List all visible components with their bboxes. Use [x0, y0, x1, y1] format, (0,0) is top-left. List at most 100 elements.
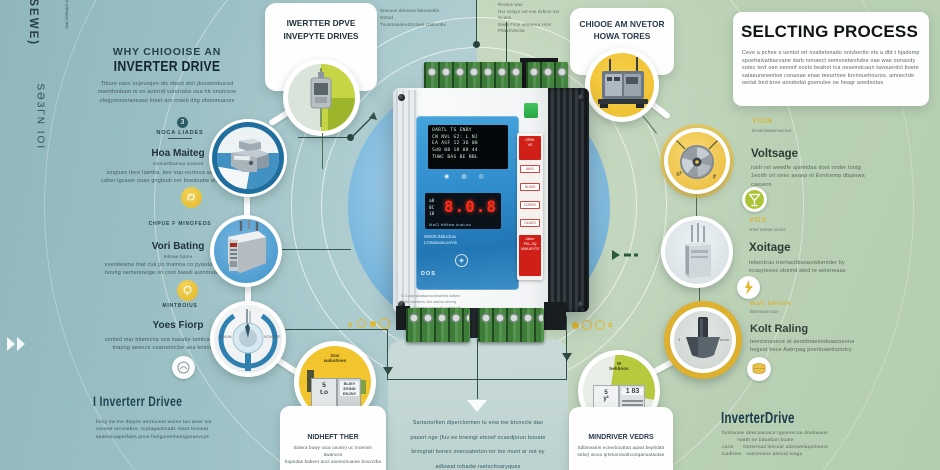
bc2-line2: [622, 404, 643, 406]
left-edge-chevrons: [7, 337, 25, 351]
right-item1-icon: [742, 187, 767, 212]
top-note-1: Snteove dntneve fwteaonbn Ontad Tvustnea…: [380, 8, 446, 27]
top-card-2-title-line2: HOWA TORES: [593, 31, 651, 41]
right-item3-tagsub: Btemnaae tdun: [750, 309, 779, 314]
fan-circle: 4x ↯: [664, 128, 730, 194]
selecting-body: Ceve a pchve o uentot ort ovaltetonado o…: [742, 50, 920, 87]
bottom-right-body: fonttacew dewcawnace ngoeoecoa doahwaue …: [722, 431, 828, 444]
right-item3-tag: wait before: [750, 300, 792, 307]
terminal-block-bottom-left: [406, 308, 470, 342]
device-foot-right: [544, 302, 566, 330]
vfd-module-icon: [228, 220, 266, 273]
circle-split-green2: [328, 98, 355, 131]
warning-box-2: NLIMO: [520, 183, 540, 191]
bottom-left-title: I Inverterr Drivee: [93, 394, 183, 409]
left-item3-icon: [172, 356, 195, 379]
mortar-label-left: 3: [678, 337, 681, 342]
bc1-green: [356, 380, 366, 394]
warning-label-bottom: Jdtmr PKL-3Q MWURYTE: [519, 235, 541, 276]
vertical-text-small: hvwt vvtnveos vntv: [64, 0, 70, 29]
connector-diagonal-arrow: [350, 112, 377, 139]
bottom-card-2-title: MINDRIVER VEDRS: [588, 434, 654, 441]
warning-box-3: CURSV: [520, 201, 540, 209]
relay-device-icon: [310, 68, 332, 127]
panel-text-lines: NWOfLtNdUdLav LOtsasaoeuceVm: [424, 234, 458, 246]
yellow-marks-right: a: [572, 318, 622, 334]
yellow-marks-left: a: [348, 317, 394, 331]
bottom-card-1-title: NIDHEFT THER: [307, 434, 359, 441]
vertical-text-top: I(ƏSEWE): [27, 0, 39, 47]
left-item1-sub: ommastbamua soaned: [152, 161, 204, 166]
why-title: INVERTER DRIVE: [113, 58, 221, 75]
right-item3-label: Kolt Raling: [750, 323, 809, 335]
top-card-1-title-line1: IWERTTER DPVE: [286, 18, 356, 28]
connector-frame-right-arrow: [562, 353, 572, 361]
connector-left-top-line: [298, 137, 351, 139]
top-card-1-title-line2: INVEPYTE DRIVES: [283, 31, 359, 41]
bottom-card-2-chip: W bebbnos: [609, 361, 629, 371]
bottom-card-1: [280, 406, 386, 470]
svg-text:↯: ↯: [710, 172, 718, 181]
left-item2-caption: MINTBOIUS: [162, 303, 198, 309]
funnel-icon: [748, 193, 761, 207]
led-digits: 8.0.8: [443, 197, 497, 216]
led-sub-text: MaCl bWfwa duaLna: [429, 223, 472, 227]
right-item1-tag: VION: [752, 118, 774, 125]
connector-dial-line: [285, 329, 388, 331]
left-item2-sub: mbnae bame: [163, 254, 193, 259]
mortar-label-right: onun: [720, 337, 729, 342]
selecting-card: [733, 12, 929, 106]
left-item1-icon: [181, 187, 202, 208]
connector-frame-right-vertical: [566, 316, 568, 380]
dial-gauge-icon: [218, 309, 278, 371]
left-item1-caption: CHPUE F MINOFEOS: [148, 221, 212, 227]
left-item2-icon: [177, 280, 198, 301]
connector-terminal-line: [506, 22, 508, 64]
cabinet-icon: [685, 223, 711, 278]
terminal-gap: [468, 308, 480, 338]
connector-top-vertical: [476, 0, 478, 44]
warning-box-1: AIKO: [520, 165, 540, 173]
device-led-display: a8 8C 18 8.0.8 MaCl bWfwa duaLna: [425, 193, 501, 229]
right-item2-label: Xoitage: [749, 242, 791, 254]
screw-bottom-left: [398, 301, 405, 308]
bc1-panel-right: BLIEY ESIND ENJNY: [337, 378, 361, 408]
right-item1-tagsub: tervatntoaeamacnsut: [752, 128, 792, 133]
device-left-vents: [396, 90, 418, 310]
top-card-1-circle: [283, 59, 360, 136]
machine-circle-2: [210, 215, 282, 287]
panel-brand: DOS: [421, 271, 436, 277]
badge-caption-rule: [168, 138, 192, 139]
right-item3-body: teentonaoece at aeotdnaeetobuaooeona beg…: [750, 339, 855, 354]
svg-text:4x: 4x: [675, 170, 684, 179]
lightning-icon: [745, 280, 753, 295]
bc2-display-right: 1 83: [622, 388, 643, 395]
left-item3-label: Yoes Fiorp: [152, 320, 204, 331]
gauge-sketch-icon: [177, 361, 190, 374]
right-item2-icon: [737, 276, 760, 299]
connector-server-mortar: [699, 288, 701, 306]
bottom-card-1-chip: Gov wabohnes: [323, 353, 347, 363]
device-heatsink: [548, 88, 589, 312]
top-card-2-circle: [585, 48, 659, 122]
mortar-circle-goldring: 3 onun: [664, 301, 742, 379]
right-item2-tag: VOS: [749, 217, 767, 224]
terminal-block-bottom-right: [478, 308, 544, 342]
screw-top-right: [578, 94, 585, 101]
device-warning-label: ORBL VE AIKO NLIMO CURSV OLAEO Jdtmr PKL…: [517, 133, 543, 280]
device-icon-row: ◉◍◎: [444, 174, 496, 180]
connector-top-dot: [473, 41, 480, 48]
why-kicker: WHY CHIOOISE AN: [112, 46, 222, 58]
screw-bottom-right: [578, 301, 585, 308]
screw-top-left: [398, 94, 405, 101]
bulb-icon: [183, 285, 192, 295]
panel-logo: ◈: [455, 254, 468, 267]
right-item3-icon: [747, 357, 771, 381]
bc2-display-left: 5 y³: [603, 390, 609, 402]
connector-left-top-dot: [347, 134, 354, 141]
device-blue-panel: OARTL TS ENBY CN NVL G2: L NJ EA ASF 12 …: [416, 116, 519, 290]
right-item2-tagsub: ornor wotoor orunot: [749, 227, 786, 232]
left-item2-label: Vori Bating: [151, 241, 205, 252]
industrial-printer-icon: [231, 139, 269, 172]
